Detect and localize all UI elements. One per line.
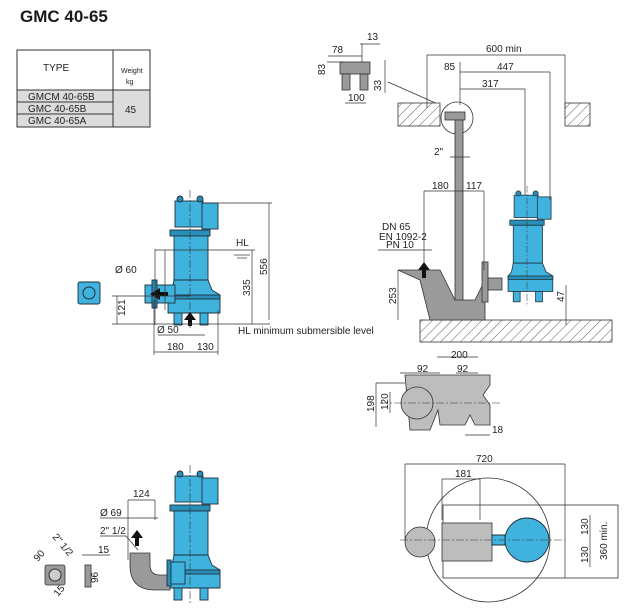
dim-198: 198	[366, 395, 377, 412]
dim-180-b: 180	[432, 181, 449, 192]
dim-720: 720	[476, 454, 493, 465]
dim-317: 317	[482, 79, 499, 90]
dim-124: 124	[133, 489, 150, 500]
dim-335: 335	[242, 279, 253, 296]
dim-360-min: 360 min.	[599, 522, 610, 560]
dim-96: 96	[90, 571, 101, 583]
pipe-size: 2"	[434, 147, 444, 158]
dim-200: 200	[451, 350, 468, 361]
dim-180: 180	[167, 342, 184, 353]
type-row: GMCM 40-65B	[28, 92, 95, 103]
top-plan-view: 720 181 130 130 360 min.	[400, 454, 619, 603]
dim-13: 13	[367, 32, 379, 43]
elbow-pipe-size: 2" 1/2	[100, 526, 126, 537]
dim-47: 47	[556, 290, 567, 302]
type-header: TYPE	[43, 63, 69, 74]
installation-view: 600 min 85 447 317 2" 180 117 DN 65 EN 1…	[378, 44, 613, 343]
dim-120: 120	[380, 393, 391, 410]
flange-pipe-size: 2" 1/2	[50, 532, 75, 559]
dim-78: 78	[332, 45, 344, 56]
dim-130-bottom: 130	[580, 546, 591, 563]
weight-value: 45	[125, 105, 137, 116]
dim-92-left: 92	[417, 364, 429, 375]
dim-15-plate: 15	[98, 545, 110, 556]
dim-121: 121	[117, 299, 128, 316]
dim-600-min: 600 min	[486, 44, 522, 55]
weight-unit: kg	[126, 79, 134, 86]
dim-33: 33	[373, 79, 384, 91]
dim-outlet-diameter: Ø 60	[115, 265, 137, 276]
en-label: EN 1092-2	[379, 232, 427, 243]
dim-90: 90	[32, 548, 48, 564]
type-row: GMC 40-65A	[28, 116, 87, 127]
pump-front-view: Ø 60 121 Ø 50 180 130 HL 335 556 HL mini…	[77, 189, 374, 355]
dim-100: 100	[348, 93, 365, 104]
type-row: GMC 40-65B	[28, 104, 87, 115]
dim-inlet-diameter: Ø 50	[157, 325, 179, 336]
type-weight-table: TYPE Weight kg GMCM 40-65B GMC 40-65B GM…	[16, 49, 151, 128]
dim-447: 447	[497, 62, 514, 73]
page-title: GMC 40-65	[20, 7, 108, 26]
foot-plan-view: 200 92 92 198 120 18	[366, 350, 504, 436]
dim-92-right: 92	[457, 364, 469, 375]
dim-556: 556	[259, 258, 270, 275]
elbow-pump-view: 124 Ø 69 2" 1/2 2" 1/2 90 15 96 15	[32, 464, 221, 606]
dim-130-top: 130	[580, 518, 591, 535]
hl-label: HL	[236, 238, 249, 249]
hl-note: HL minimum submersible level	[238, 326, 374, 337]
dim-83: 83	[317, 63, 328, 75]
dim-130: 130	[197, 342, 214, 353]
dim-18: 18	[492, 425, 504, 436]
dim-85: 85	[444, 62, 456, 73]
dim-253: 253	[388, 287, 399, 304]
guide-bracket-detail: 13 78 83 33 100	[317, 32, 441, 106]
dn-label: DN 65	[382, 222, 411, 233]
dim-69-diameter: Ø 69	[100, 508, 122, 519]
weight-header: Weight	[121, 68, 143, 75]
dim-181: 181	[455, 469, 472, 480]
dim-117: 117	[466, 181, 482, 192]
pn-label: PN 10	[386, 240, 414, 251]
